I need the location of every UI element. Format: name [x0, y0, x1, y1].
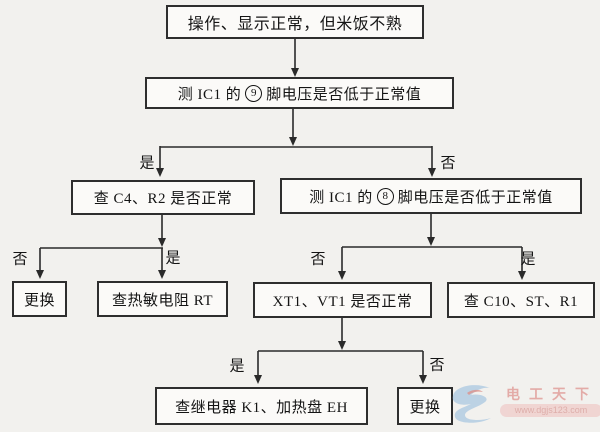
node-check-c4-r2: 查 C4、R2 是否正常 [71, 180, 255, 215]
edge-label-yes: 是 [165, 250, 181, 267]
edge-label-yes: 是 [229, 358, 245, 375]
node-check-xt1-vt1: XT1、VT1 是否正常 [253, 282, 432, 318]
node-text: 脚电压是否低于正常值 [397, 189, 553, 206]
node-text: 测 IC1 的 [177, 86, 242, 103]
node-text: 测 IC1 的 [309, 189, 373, 206]
edge-label-no: 否 [429, 357, 445, 374]
watermark: 电工天下 www.dgjs123.com [440, 372, 600, 430]
node-check-rt: 查热敏电阻 RT [97, 281, 228, 317]
watermark-url: www.dgjs123.com [500, 404, 600, 417]
edge-label-yes: 是 [520, 251, 536, 268]
circled-9-icon: 9 [245, 84, 263, 102]
circled-8-icon: 8 [376, 187, 394, 205]
edge-label-no: 否 [310, 251, 326, 268]
watermark-logo-icon [452, 385, 491, 423]
node-replace-left: 更换 [12, 281, 67, 317]
watermark-brand: 电工天下 [506, 388, 598, 403]
node-start: 操作、显示正常，但米饭不熟 [166, 5, 424, 39]
node-check-c10-st-r1: 查 C10、ST、R1 [447, 282, 595, 318]
edge-label-yes: 是 [139, 155, 155, 172]
edge-label-no: 否 [12, 251, 28, 268]
node-test-ic1-pin9: 测 IC1 的 9 脚电压是否低于正常值 [145, 77, 454, 109]
edge-label-no: 否 [440, 155, 456, 172]
node-check-k1-eh: 查继电器 K1、加热盘 EH [155, 387, 368, 425]
node-text: 脚电压是否低于正常值 [266, 86, 422, 103]
node-test-ic1-pin8: 测 IC1 的 8 脚电压是否低于正常值 [280, 178, 582, 214]
node-replace-right: 更换 [397, 387, 453, 425]
